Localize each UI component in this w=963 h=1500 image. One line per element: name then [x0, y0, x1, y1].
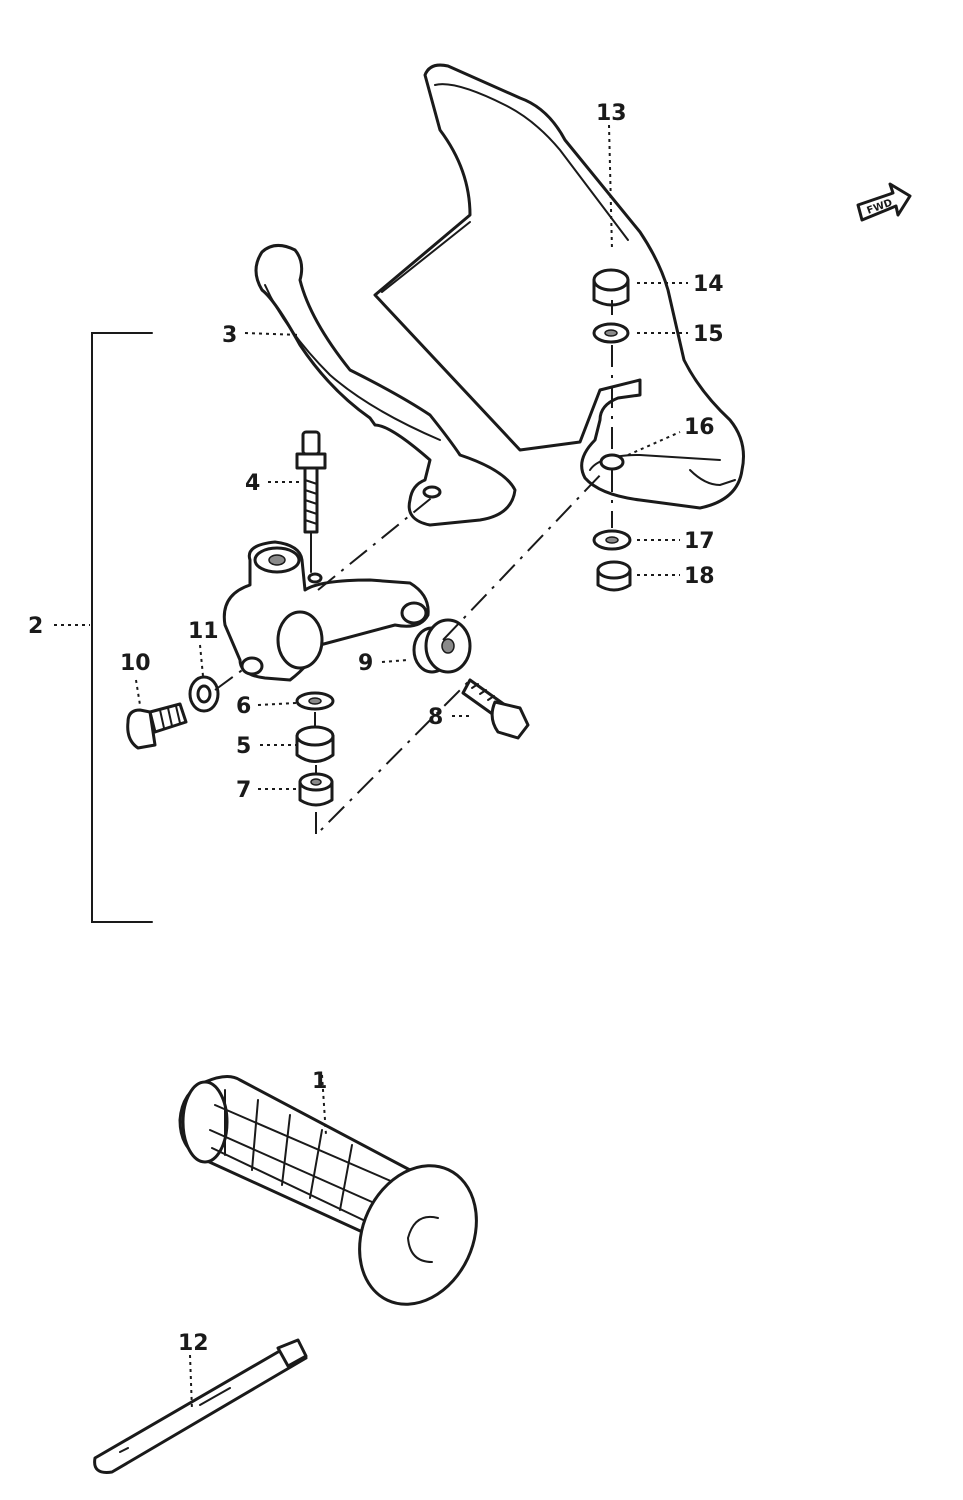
callout-labels: 1 2 3 4 5 6 7 8 9 10 11 12 13 14 15 16 1…	[28, 101, 724, 1356]
lever-guard	[373, 63, 745, 510]
pivot-nut	[298, 772, 334, 807]
guard-fastener-stack	[592, 268, 632, 592]
callout-18: 18	[684, 564, 715, 589]
callout-4: 4	[245, 471, 260, 496]
adjuster-wheel	[412, 618, 472, 674]
clamp-bolt	[126, 702, 188, 750]
cable-tie	[93, 1338, 308, 1474]
callout-6: 6	[236, 694, 251, 719]
callout-5: 5	[236, 734, 251, 759]
clamp-washer	[188, 675, 220, 713]
assembly-bracket	[91, 332, 153, 923]
front-direction-arrow: FWD	[856, 182, 912, 222]
assembly-lines	[214, 300, 613, 838]
callout-10: 10	[120, 651, 151, 676]
callout-9: 9	[358, 651, 373, 676]
pivot-bolt	[461, 678, 530, 740]
pivot-spacer	[295, 725, 335, 763]
pivot-washer	[295, 691, 335, 711]
callout-11: 11	[188, 619, 219, 644]
leader-lines	[54, 124, 688, 1411]
callout-12: 12	[178, 1331, 209, 1356]
callout-1: 1	[312, 1069, 327, 1094]
callout-15: 15	[693, 322, 724, 347]
callout-16: 16	[684, 415, 715, 440]
clutch-lever	[254, 244, 517, 527]
callout-13: 13	[596, 101, 627, 126]
callout-7: 7	[236, 778, 251, 803]
callout-17: 17	[684, 529, 715, 554]
callout-3: 3	[222, 323, 237, 348]
callout-8: 8	[428, 705, 443, 730]
lever-holder	[222, 540, 430, 682]
adjuster-bolt	[295, 430, 327, 573]
handlebar-grip	[178, 1075, 478, 1306]
callout-2: 2	[28, 614, 43, 639]
callout-14: 14	[693, 272, 724, 297]
